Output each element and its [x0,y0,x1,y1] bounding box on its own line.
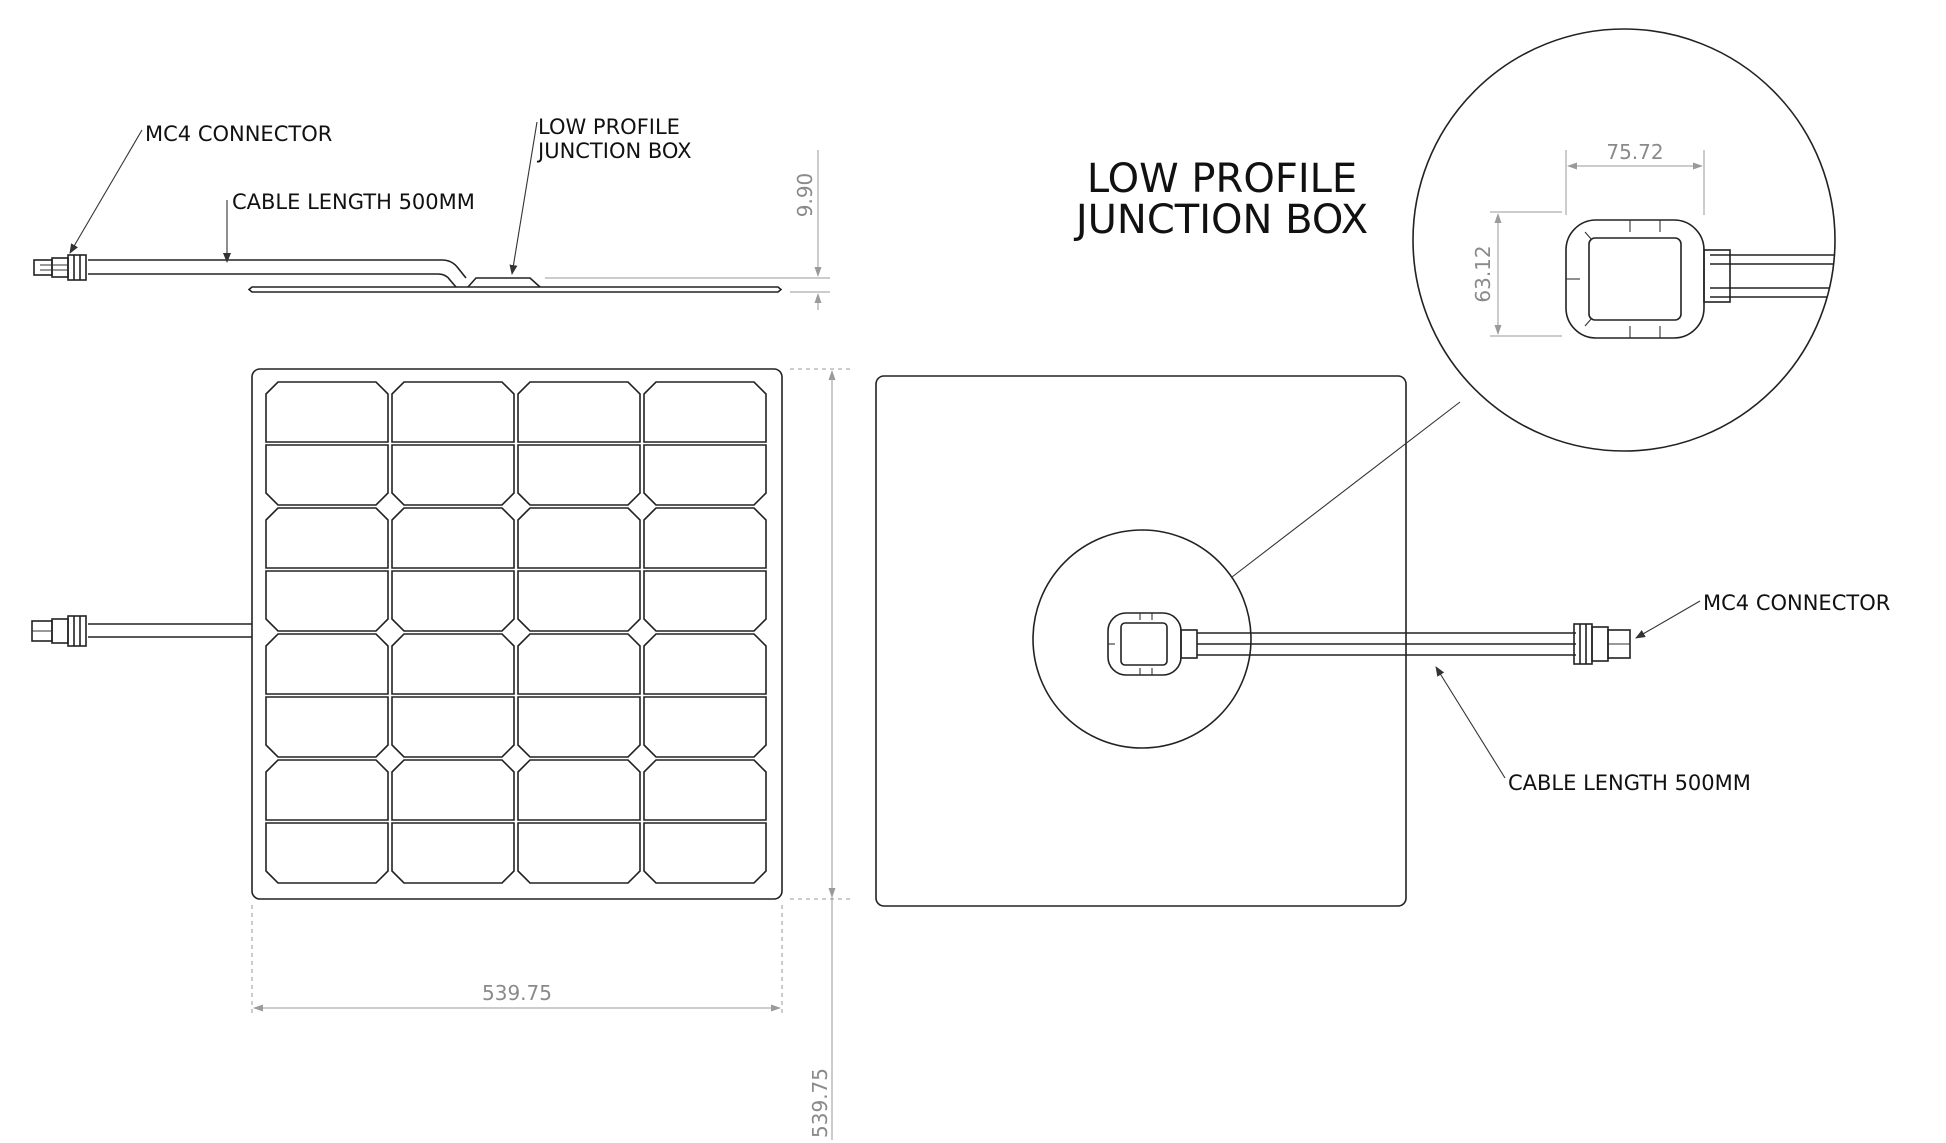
detail-view: LOW PROFILE JUNCTION BOX 75.72 63.12 [1073,28,1836,452]
rear-mc4-connector [1573,623,1631,665]
solar-cell [643,444,767,506]
solar-cell [517,381,641,443]
leader-cable-rear [1435,666,1506,779]
solar-cell [643,822,767,884]
label-junction-box-side-1: LOW PROFILE [538,115,680,139]
rear-cable [1197,632,1576,656]
side-mc4-connector [33,254,87,281]
solar-cell [643,759,767,821]
solar-cell [517,759,641,821]
solar-cell [391,633,515,695]
solar-cell [643,633,767,695]
rear-panel-outline [875,375,1407,907]
label-junction-box-side-2: JUNCTION BOX [536,139,691,163]
rear-junction-box [1107,612,1198,676]
front-mc4-connector [31,615,87,647]
solar-cell [517,633,641,695]
solar-cell [391,507,515,569]
solar-cell [391,444,515,506]
solar-cell [391,381,515,443]
solar-cell [643,570,767,632]
detail-circle-small [1032,529,1252,749]
solar-cell [265,633,389,695]
detail-title-line2: JUNCTION BOX [1073,197,1368,243]
thickness-dimension: 9.90 [545,150,830,310]
detail-leader-line [1231,401,1461,578]
solar-cell [265,381,389,443]
label-mc4-connector-side: MC4 CONNECTOR [145,122,332,146]
solar-cell [643,381,767,443]
leader-junction-side [509,121,538,275]
solar-cell [265,507,389,569]
solar-cell [265,696,389,758]
leader-mc4-rear [1635,600,1701,639]
dim-thickness-value: 9.90 [793,173,817,218]
solar-cell [517,570,641,632]
front-panel-frame [251,368,783,900]
dim-panel-height: 539.75 [808,1068,832,1138]
solar-cell [517,507,641,569]
dim-panel-width: 539.75 [482,981,552,1005]
solar-cell [265,570,389,632]
side-view: MC4 CONNECTOR CABLE LENGTH 500MM LOW PRO… [33,115,830,310]
label-mc4-connector-rear: MC4 CONNECTOR [1703,591,1890,615]
solar-cell [391,759,515,821]
side-junction-box [467,277,541,288]
leader-mc4-side [69,129,143,254]
solar-cell [265,822,389,884]
solar-cell [391,570,515,632]
solar-cell [391,822,515,884]
label-cable-length-rear: CABLE LENGTH 500MM [1508,771,1751,795]
label-cable-length-side: CABLE LENGTH 500MM [232,190,475,214]
solar-cell [265,444,389,506]
rear-view: MC4 CONNECTOR CABLE LENGTH 500MM [875,375,1890,907]
solar-cell [265,759,389,821]
solar-cell [517,444,641,506]
side-cable [88,259,467,288]
front-view: 539.75 539.75 [31,368,850,1140]
side-panel-plate [247,286,783,293]
solar-cell [643,696,767,758]
solar-cell [643,507,767,569]
solar-cell [391,696,515,758]
solar-cell [517,696,641,758]
solar-cell-grid [265,381,767,884]
dim-box-height: 63.12 [1471,245,1495,302]
solar-cell [517,822,641,884]
dim-box-width: 75.72 [1606,140,1663,164]
detail-circle-large [1412,28,1836,452]
detail-junction-box [1565,219,1731,339]
detail-title-line1: LOW PROFILE [1087,156,1357,202]
front-cable [88,623,252,638]
